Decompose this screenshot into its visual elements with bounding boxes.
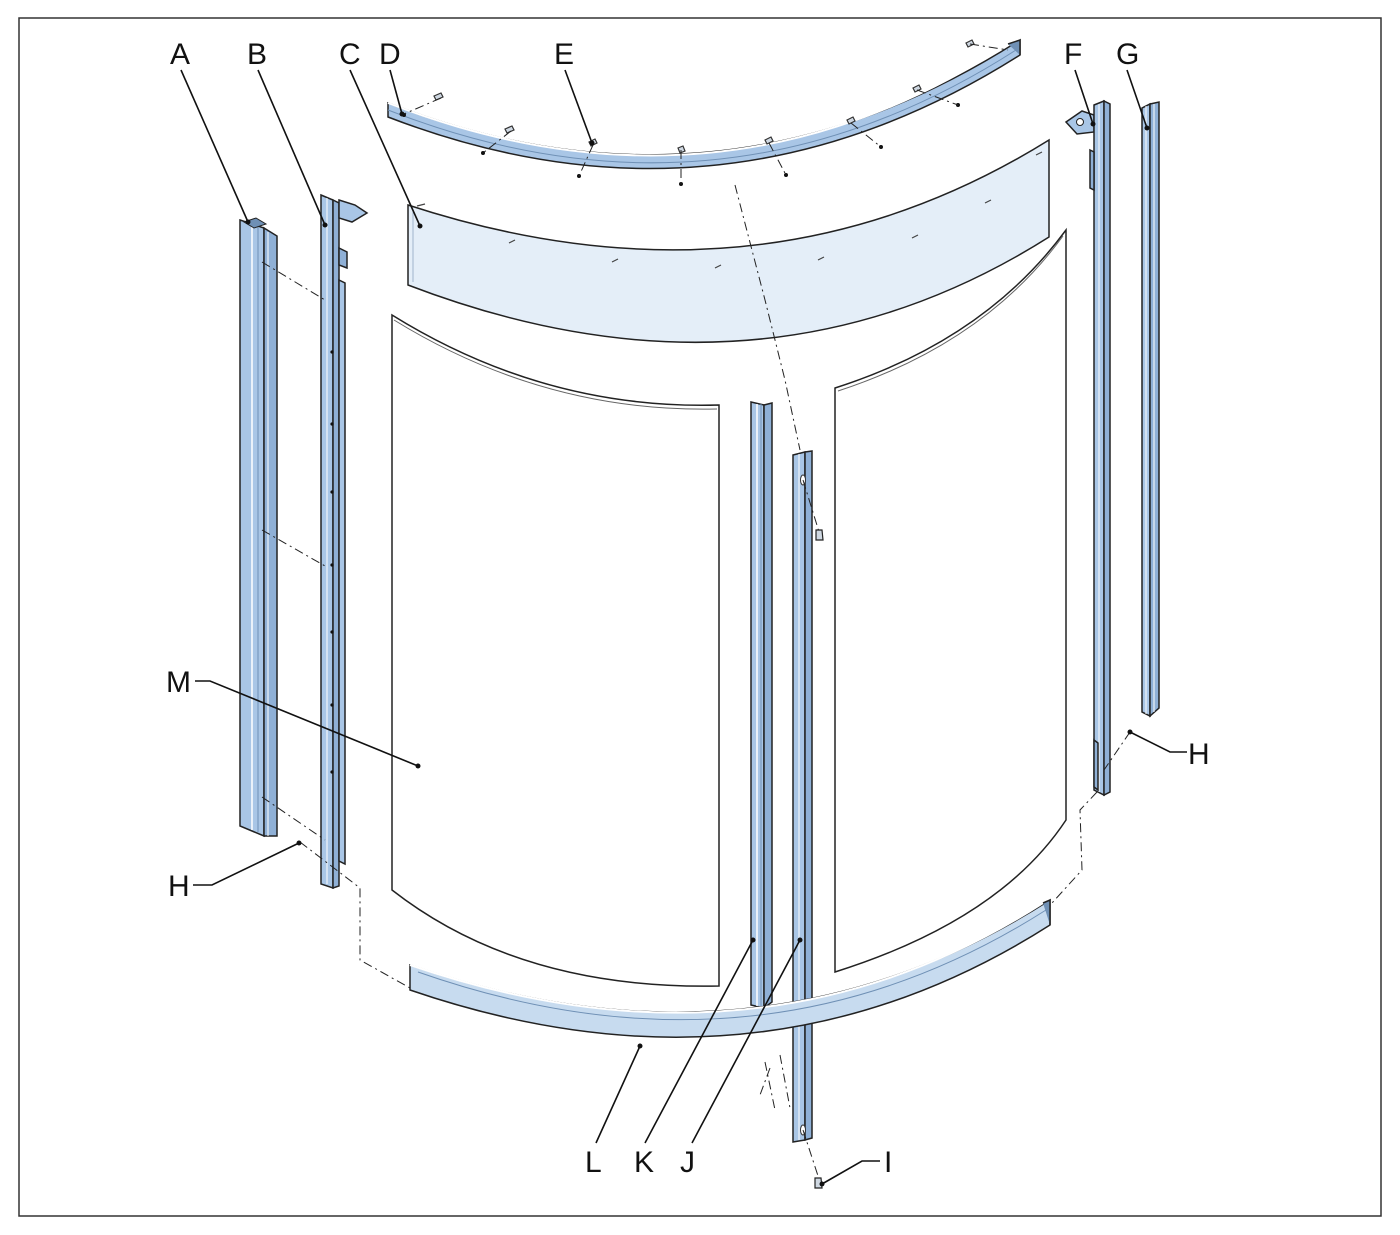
svg-text:K: K [634, 1146, 654, 1179]
callout-d: D [379, 38, 405, 117]
bottom-screw [802, 1129, 823, 1189]
top-rail-screws [433, 39, 975, 154]
callout-b: B [247, 38, 328, 228]
left-door-profile [320, 193, 369, 890]
svg-text:J: J [680, 1146, 695, 1179]
svg-text:H: H [1188, 738, 1210, 771]
callout-m: M [166, 666, 421, 769]
transom-glass-panel [407, 138, 1050, 343]
right-curved-glass-panel [834, 227, 1067, 974]
top-curved-rail [387, 38, 1021, 186]
callout-i: I [819, 1146, 892, 1187]
callout-l: L [585, 1043, 643, 1179]
callout-c: C [339, 38, 423, 229]
svg-text:H: H [168, 870, 190, 903]
svg-text:C: C [339, 38, 361, 71]
right-wall-profile [1141, 101, 1160, 718]
callout-f: F [1064, 38, 1096, 127]
svg-text:M: M [166, 666, 191, 699]
svg-text:I: I [884, 1146, 892, 1179]
svg-text:B: B [247, 38, 267, 71]
right-profile-alignment-lines [1051, 731, 1131, 904]
bottom-sill-fixing-lines [759, 1054, 791, 1111]
svg-text:F: F [1064, 38, 1082, 71]
svg-text:D: D [379, 38, 401, 71]
top-rail-screw-axes [403, 43, 1009, 451]
left-profile-alignment-lines [261, 261, 411, 989]
center-door-profile [792, 450, 813, 1143]
callout-g: G [1116, 38, 1150, 131]
left-curved-glass-panel [391, 313, 720, 987]
left-wall-profile [239, 217, 278, 838]
callout-h-left: H [168, 840, 302, 903]
svg-text:L: L [585, 1146, 602, 1179]
callout-e: E [554, 38, 595, 146]
svg-text:A: A [170, 38, 190, 71]
center-fixed-profile [750, 401, 773, 1010]
svg-text:G: G [1116, 38, 1139, 71]
callout-h-right: H [1127, 729, 1210, 771]
callout-k: K [634, 937, 756, 1179]
right-door-profile [1064, 99, 1111, 797]
diagram-border [18, 17, 1382, 1217]
bottom-curved-sill [409, 898, 1051, 1038]
callout-a: A [170, 38, 251, 225]
callout-j: J [680, 937, 803, 1179]
svg-text:E: E [554, 38, 574, 71]
handle-screw [802, 479, 824, 541]
